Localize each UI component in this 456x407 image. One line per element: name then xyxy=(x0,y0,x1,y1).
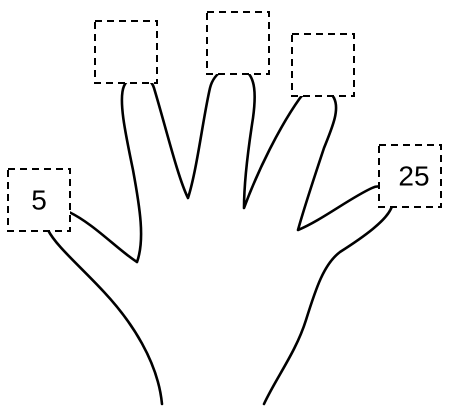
thumb-answer-box: 25 xyxy=(379,145,441,207)
pinky-answer-box: 5 xyxy=(8,169,70,231)
pinky-value: 5 xyxy=(31,185,47,216)
hand-outline xyxy=(46,67,392,404)
thumb-value: 25 xyxy=(398,161,429,192)
index-answer-box xyxy=(292,34,354,96)
middle-answer-box xyxy=(207,12,269,74)
ring-answer-box xyxy=(95,21,157,83)
